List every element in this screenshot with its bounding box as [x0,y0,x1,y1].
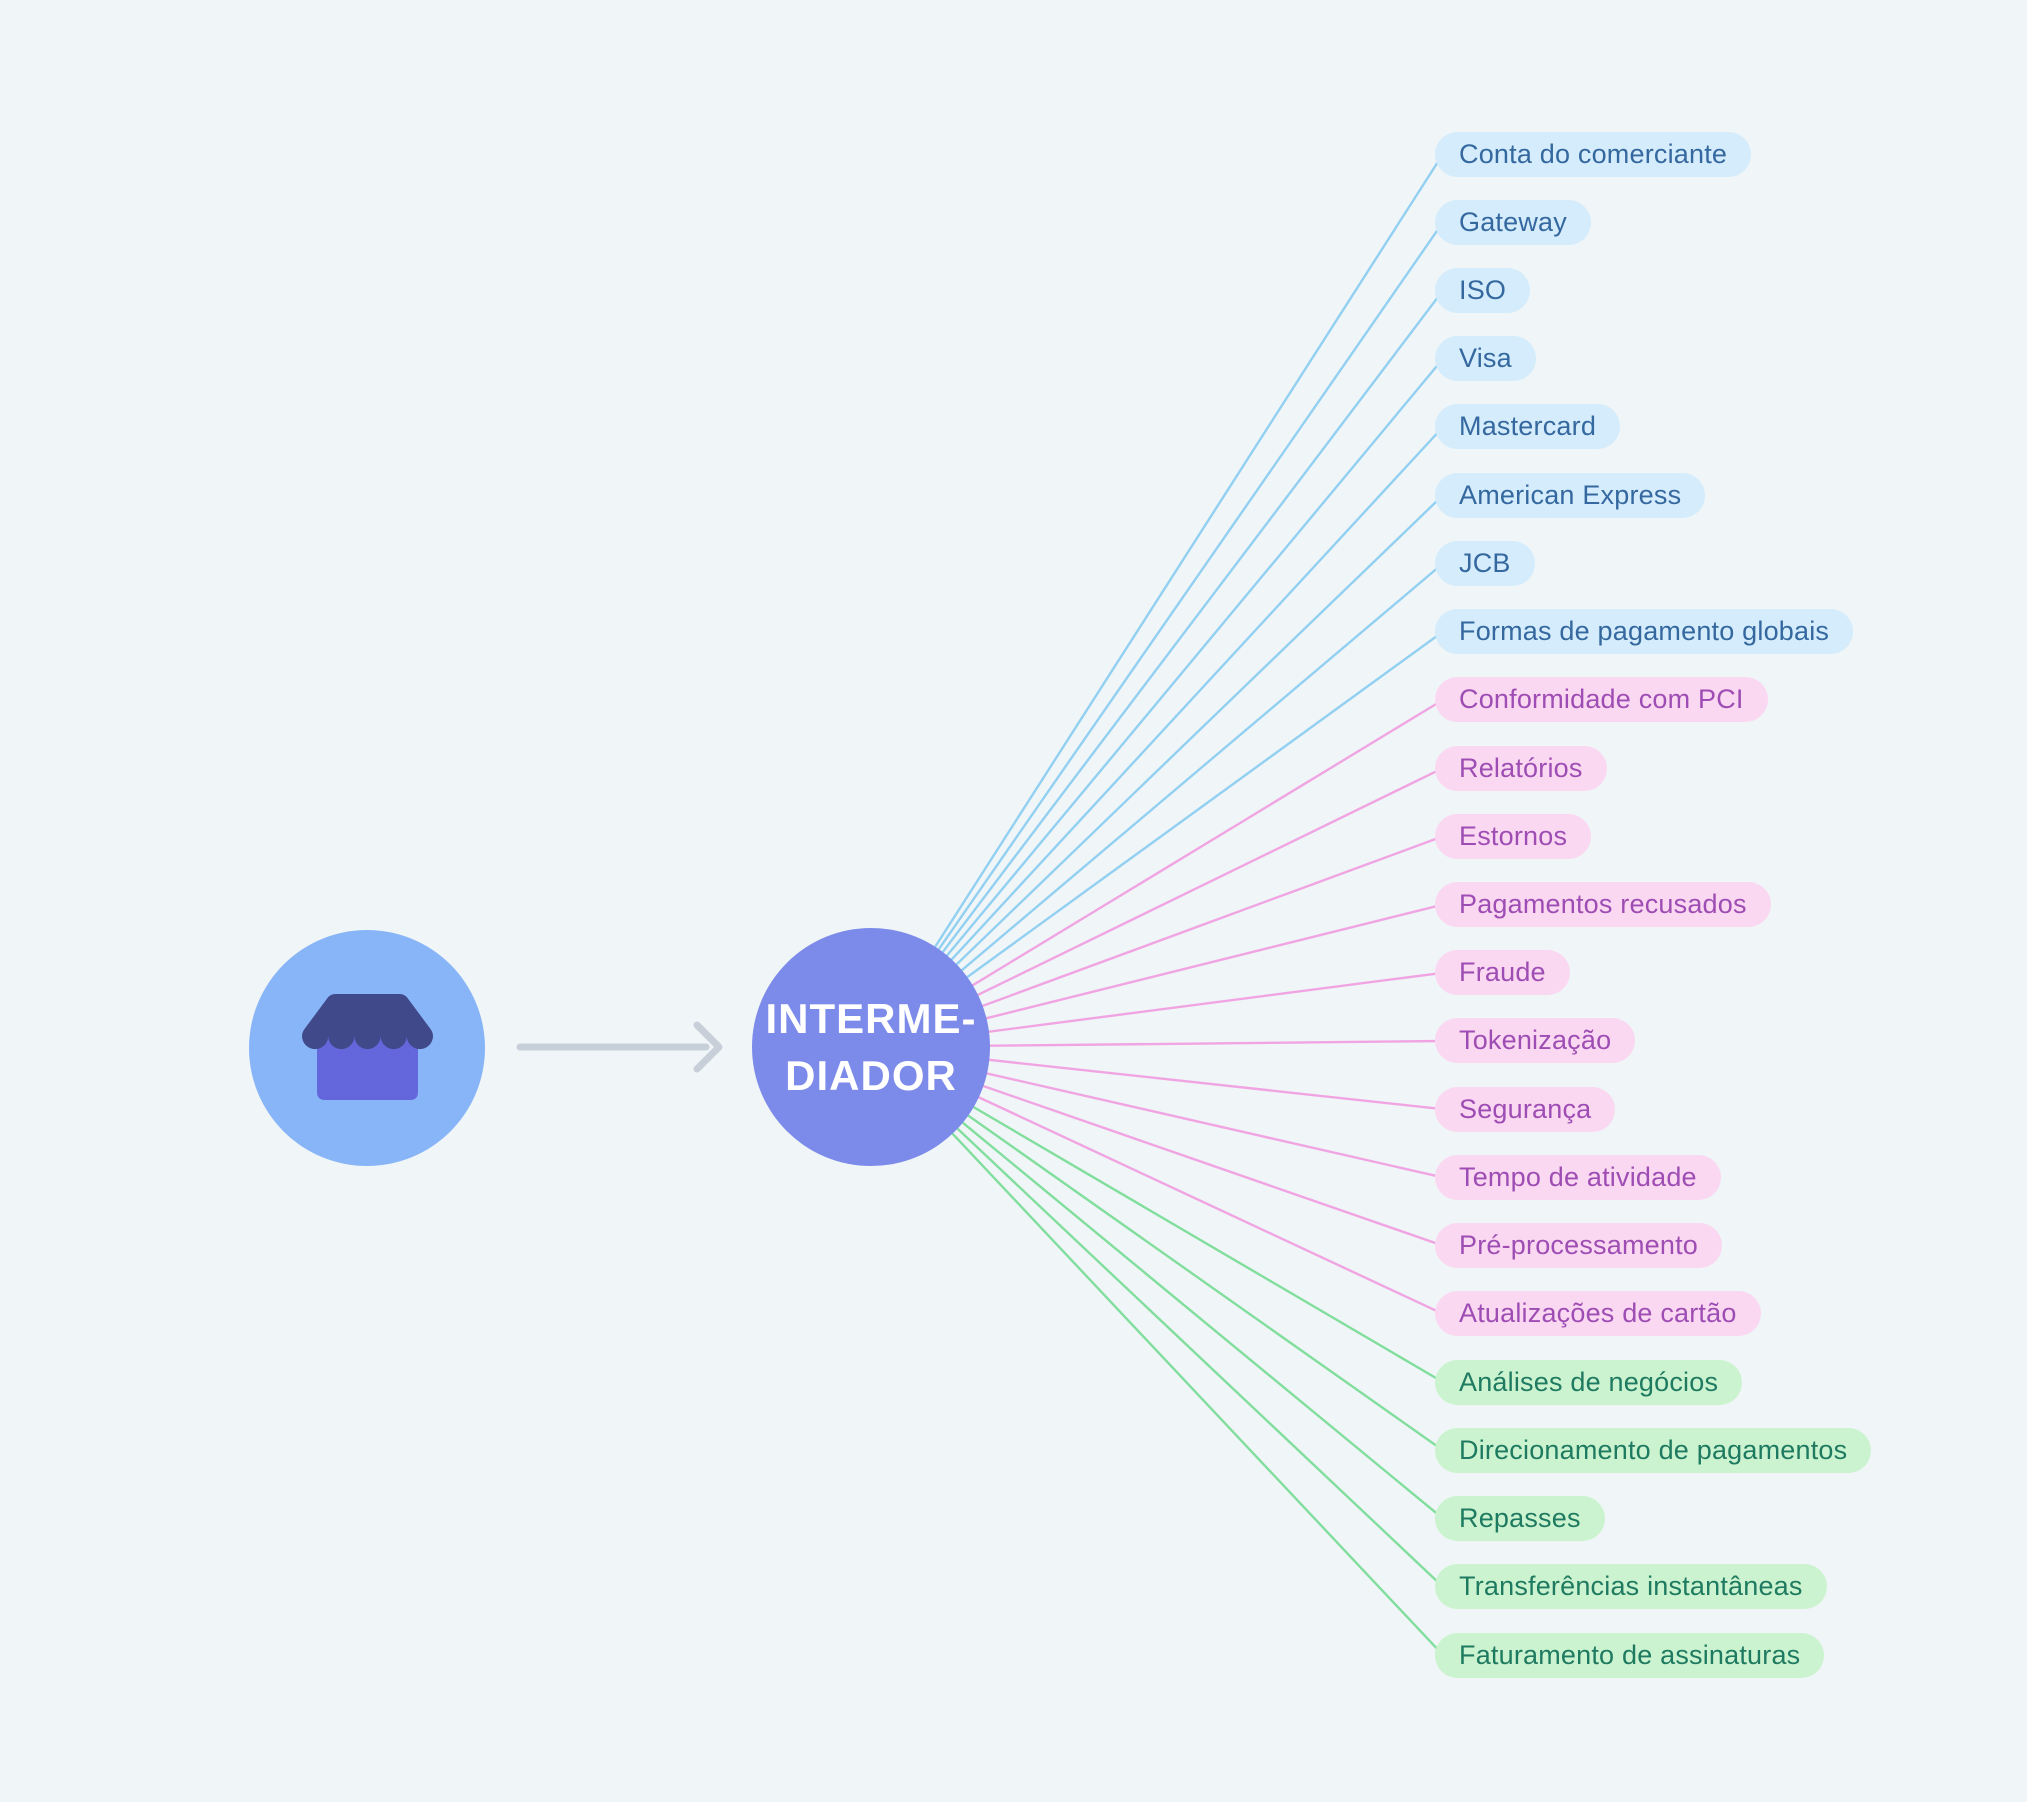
topic-pill: Tokenização [1435,1018,1636,1064]
topic-pill: American Express [1435,472,1706,518]
connector-line [870,1046,1444,1520]
storefront-icon [301,994,433,1100]
topic-pill: ISO [1435,267,1531,313]
topic-pill: Tempo de atividade [1435,1154,1721,1200]
topic-pill: Mastercard [1435,404,1621,450]
topic-pill: JCB [1435,540,1535,586]
connector-line [870,494,1444,1048]
merchant-node [249,930,485,1166]
hub-label: INTERME- DIADOR [766,990,977,1104]
topic-pill: Pagamentos recusados [1435,882,1771,928]
topic-pill: Formas de pagamento globais [1435,609,1854,655]
topic-pill: Estornos [1435,813,1592,859]
connector-line [870,357,1444,1048]
topic-pill: Conformidade com PCI [1435,677,1768,723]
hub-label-line2: DIADOR [785,1052,957,1099]
arrow-icon [516,1021,723,1073]
topic-pill: Fraude [1435,950,1570,996]
connector-line [870,426,1444,1048]
connector-line [870,1046,1444,1656]
topic-pill: Gateway [1435,199,1591,245]
topic-pill: Faturamento de assinaturas [1435,1632,1825,1678]
connector-line [870,289,1444,1048]
topic-pill: Pré-processamento [1435,1223,1723,1269]
intermediador-node: INTERME- DIADOR [752,928,990,1166]
connector-line [869,153,1445,1048]
storefront-awning [301,994,433,1050]
topic-pill: Conta do comerciante [1435,131,1752,177]
topic-pill: Transferências instantâneas [1435,1564,1827,1610]
connector-line [870,1046,1444,1588]
topic-pill: Segurança [1435,1086,1616,1132]
connector-line [870,221,1444,1048]
topic-pill: Atualizações de cartão [1435,1291,1761,1337]
topic-pill: Análises de negócios [1435,1359,1743,1405]
topic-pill: Relatórios [1435,745,1607,791]
topic-pill: Visa [1435,336,1536,382]
topic-pill: Direcionamento de pagamentos [1435,1427,1872,1473]
hub-label-line1: INTERME- [765,995,977,1042]
topic-pill: Repasses [1435,1496,1605,1542]
connector-line [870,562,1444,1048]
